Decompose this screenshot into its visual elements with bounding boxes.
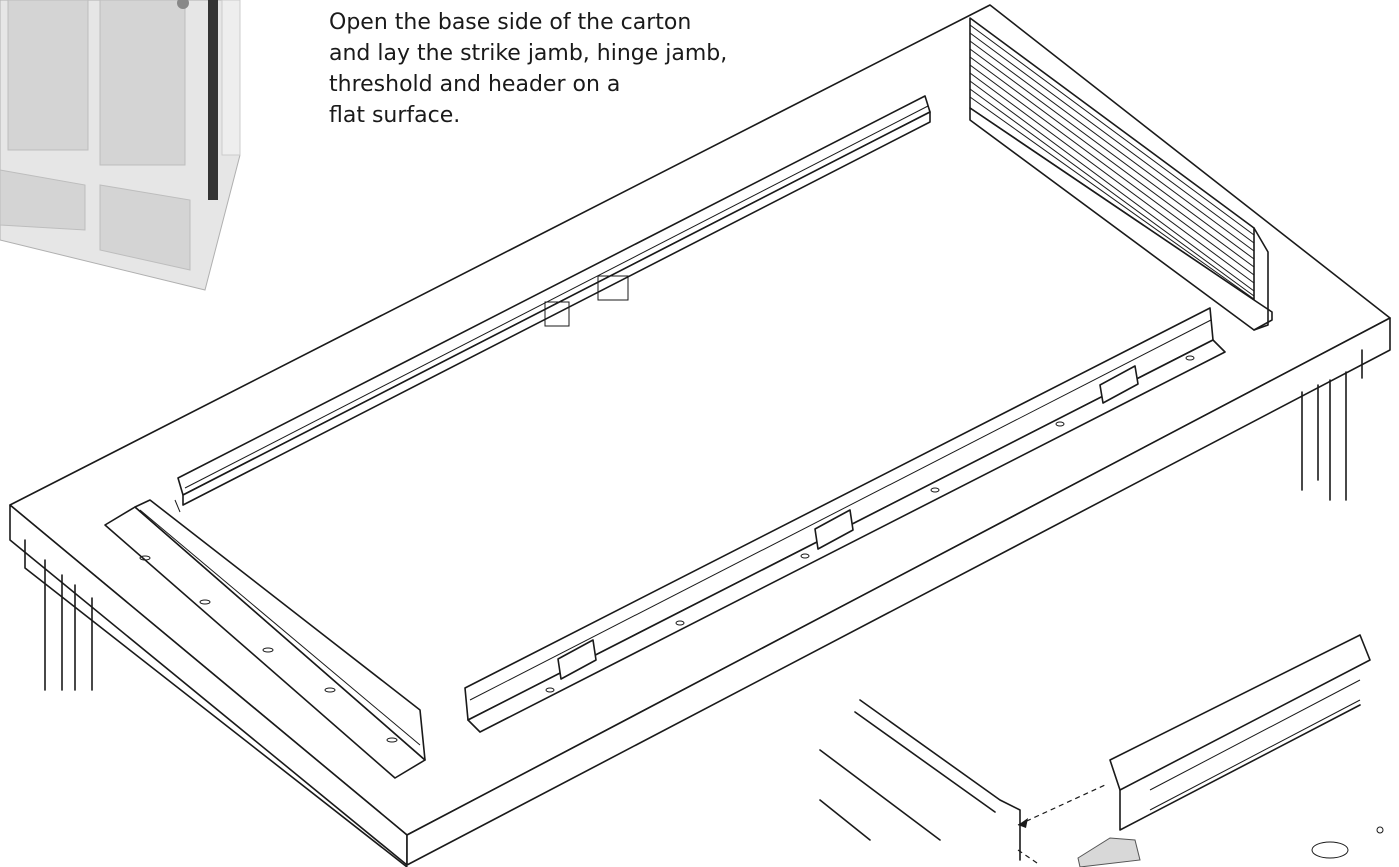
- header-part: [174, 95, 931, 513]
- table-side-edge: [406, 317, 1391, 866]
- hinge-jamb-part: [104, 499, 426, 779]
- instruction-line: Open the base side of the carton: [329, 10, 692, 35]
- instruction-line: and lay the strike jamb, hinge jamb,: [329, 41, 728, 66]
- instruction-line: threshold and header on a: [329, 72, 621, 97]
- instruction-line: flat surface.: [329, 103, 461, 128]
- door-leaf-image: [0, 0, 241, 291]
- detail-inset: [819, 634, 1384, 867]
- threshold-part: [969, 17, 1273, 331]
- strike-jamb-part: [464, 307, 1226, 733]
- instruction-text: Open the base side of the carton and lay…: [329, 7, 849, 131]
